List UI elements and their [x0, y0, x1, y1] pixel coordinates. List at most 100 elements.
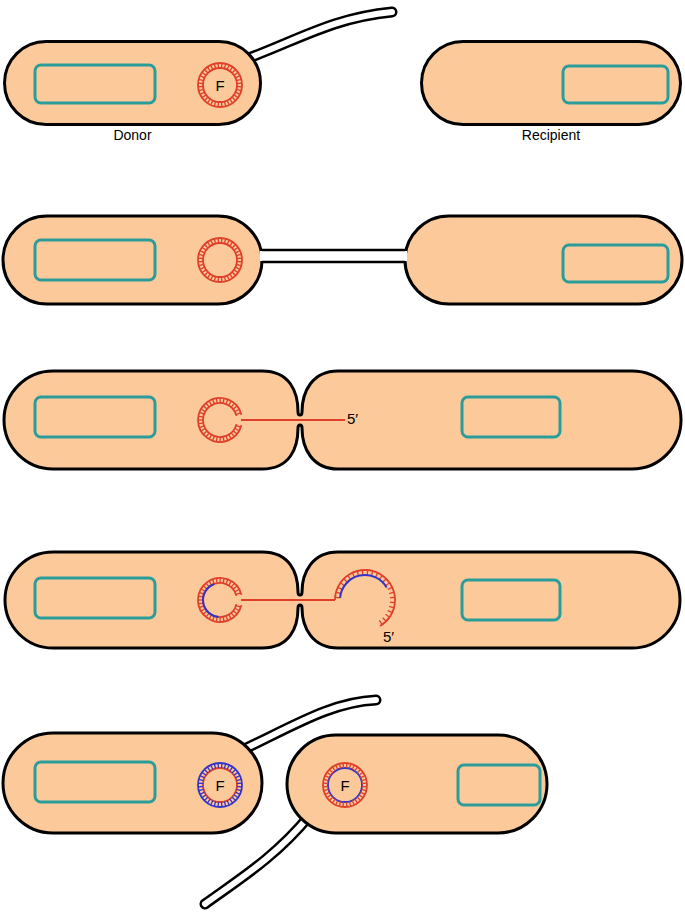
- base-pair-tick: [224, 276, 225, 281]
- base-pair-tick: [236, 593, 241, 595]
- strand-end-label: 5′: [347, 410, 358, 427]
- base-pair-tick: [200, 92, 205, 94]
- base-pair-tick: [199, 89, 204, 90]
- base-pair-tick: [226, 579, 228, 584]
- base-pair-tick: [359, 772, 363, 775]
- base-pair-tick: [217, 238, 219, 243]
- base-pair-tick: [338, 587, 343, 589]
- base-pair-tick: [232, 769, 236, 773]
- base-pair-tick: [352, 573, 354, 578]
- base-pair-tick: [355, 767, 358, 771]
- base-pair-tick: [199, 426, 204, 428]
- base-pair-tick: [207, 67, 210, 71]
- dna-strand: [203, 68, 237, 102]
- base-pair-tick: [348, 575, 351, 579]
- chromosome: [563, 245, 668, 282]
- base-pair-tick: [211, 275, 213, 280]
- mating-bridge: [260, 251, 407, 261]
- base-pair-tick: [340, 583, 344, 586]
- base-pair-tick: [203, 611, 207, 614]
- base-pair-tick: [232, 797, 236, 801]
- base-pair-tick: [235, 589, 239, 591]
- base-pair-tick: [230, 799, 233, 803]
- base-pair-tick: [339, 801, 340, 806]
- base-pair-tick: [217, 763, 219, 768]
- base-pair-tick: [220, 398, 221, 403]
- base-pair-tick: [236, 254, 241, 255]
- base-pair-tick: [371, 571, 372, 576]
- base-pair-tick: [224, 801, 225, 806]
- cell-label: Recipient: [423, 127, 679, 143]
- base-pair-tick: [237, 782, 242, 784]
- base-pair-tick: [332, 799, 335, 803]
- transferred-strand: [241, 599, 335, 601]
- base-pair-tick: [221, 102, 223, 107]
- base-pair-tick: [346, 802, 348, 807]
- dna-strand: [198, 763, 242, 807]
- base-pair-tick: [229, 581, 232, 585]
- base-pair-tick: [221, 63, 223, 68]
- base-pair-tick: [221, 802, 223, 807]
- base-pair-tick: [235, 251, 240, 253]
- base-pair-tick: [220, 617, 221, 622]
- base-pair-tick: [361, 779, 366, 780]
- base-pair-tick: [362, 570, 364, 575]
- base-pair-tick: [198, 261, 203, 263]
- base-pair-tick: [383, 579, 387, 583]
- base-pair-tick: [224, 764, 225, 769]
- base-pair-tick: [209, 401, 211, 405]
- conjugating-cells: [5, 552, 680, 648]
- base-pair-tick: [209, 581, 211, 585]
- base-pair-tick: [221, 763, 223, 768]
- base-pair-tick: [352, 765, 354, 770]
- base-pair-tick: [234, 95, 238, 98]
- base-pair-tick: [226, 436, 228, 441]
- base-pair-tick: [216, 617, 218, 622]
- base-pair-tick: [230, 242, 233, 246]
- base-pair-tick: [357, 797, 361, 801]
- base-pair-tick: [335, 597, 340, 599]
- base-pair-tick: [198, 596, 203, 598]
- base-pair-tick: [376, 573, 378, 578]
- dna-strand: [328, 768, 362, 802]
- base-pair-tick: [204, 97, 208, 101]
- base-pair-tick: [200, 251, 205, 253]
- base-pair-tick: [237, 261, 242, 263]
- new-strand: [203, 584, 219, 617]
- f-plasmid: F: [196, 61, 244, 109]
- base-pair-tick: [222, 437, 224, 442]
- base-pair-tick: [236, 789, 241, 790]
- base-pair-tick: [236, 264, 241, 265]
- base-pair-tick: [231, 583, 234, 587]
- base-pair-tick: [235, 608, 239, 610]
- base-pair-tick: [199, 789, 204, 790]
- base-pair-tick: [221, 277, 223, 282]
- base-pair-tick: [201, 589, 205, 592]
- recipient-cell: Recipient: [420, 40, 682, 126]
- base-pair-tick: [389, 592, 394, 593]
- pilus-outline: [238, 12, 392, 62]
- base-pair-tick: [220, 437, 221, 442]
- base-pair-tick: [198, 422, 203, 424]
- base-pair-tick: [214, 101, 215, 106]
- base-pair-tick: [389, 606, 394, 607]
- f-plasmid: F: [321, 761, 369, 809]
- dna-strand: [203, 768, 237, 802]
- base-pair-tick: [213, 399, 215, 404]
- base-pair-tick: [198, 786, 203, 788]
- base-pair-tick: [385, 614, 389, 617]
- base-pair-tick: [237, 82, 242, 84]
- base-pair-tick: [362, 782, 367, 784]
- base-pair-tick: [230, 767, 233, 771]
- base-pair-tick: [201, 609, 205, 612]
- dna-strand: [203, 583, 236, 617]
- conjugating-cells: [4, 371, 681, 469]
- base-pair-tick: [232, 69, 236, 73]
- base-pair-tick: [361, 789, 366, 790]
- base-pair-tick: [202, 270, 206, 273]
- base-pair-tick: [207, 99, 210, 103]
- base-pair-tick: [235, 776, 240, 778]
- base-pair-tick: [209, 615, 211, 619]
- base-pair-tick: [211, 65, 213, 70]
- base-pair-tick: [235, 792, 240, 794]
